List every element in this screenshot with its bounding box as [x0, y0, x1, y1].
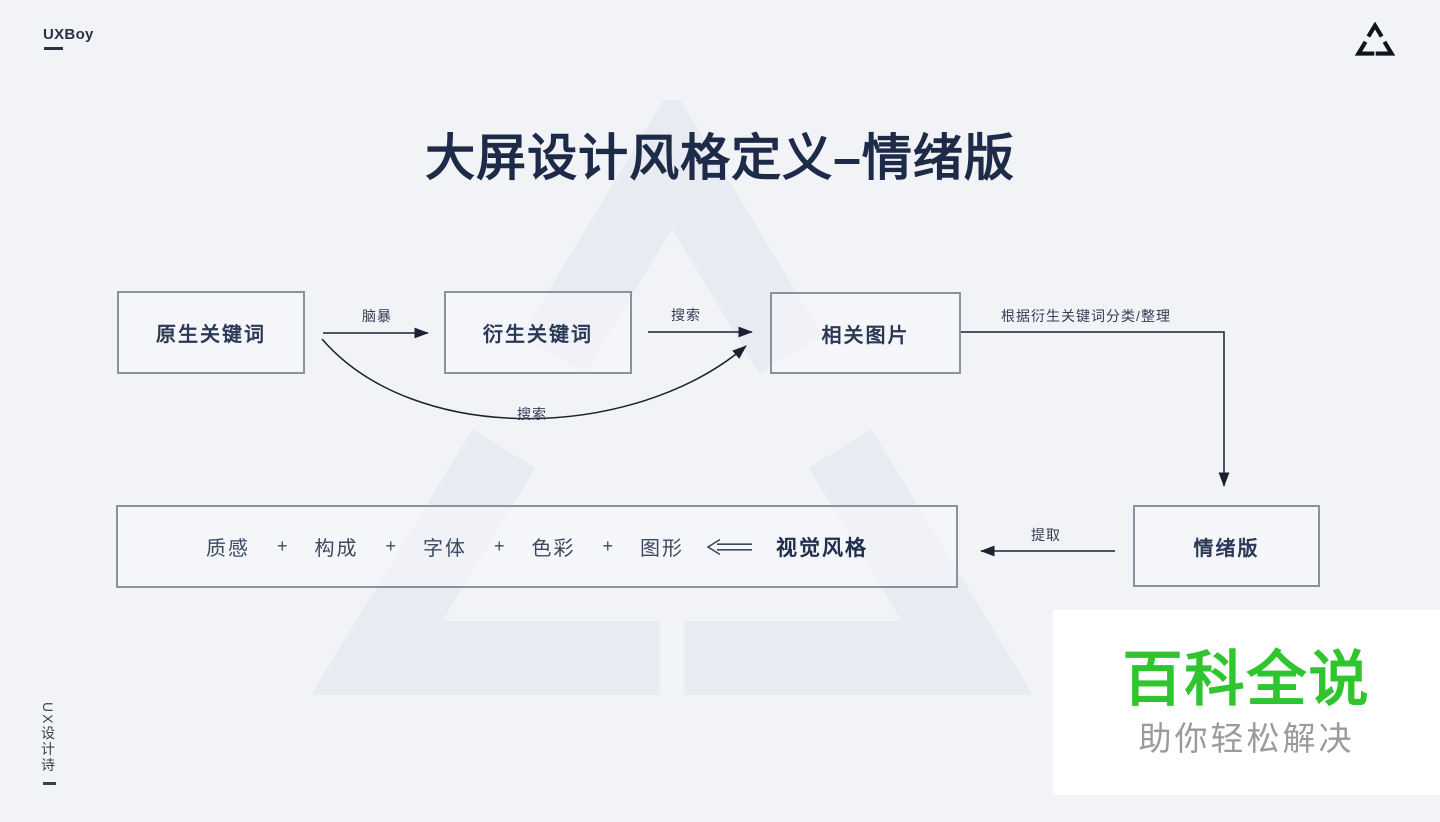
style-item-color: 色彩 [531, 538, 576, 560]
flow-box-visual-style-formula: 质感 + 构成 + 字体 + 色彩 + 图形 视觉风格 [116, 505, 958, 588]
arrow-label-classify: 根据衍生关键词分类/整理 [1001, 308, 1171, 324]
flow-box-label: 情绪版 [1193, 537, 1260, 560]
arrow-label-search: 搜索 [671, 307, 701, 323]
overlay-subtitle: 助你轻松解决 [1138, 720, 1355, 757]
style-item-graphics: 图形 [640, 538, 685, 560]
arrow-label-brainstorm: 脑暴 [362, 308, 392, 324]
triangle-watermark-icon [311, 100, 1033, 695]
arrow-label-search-curve: 搜索 [517, 406, 547, 422]
style-item-texture: 质感 [205, 538, 250, 560]
style-result-visual-style: 视觉风格 [776, 536, 869, 560]
triangle-logo-icon [1354, 22, 1396, 56]
watermark-overlay-card: 百科全说 助你轻松解决 [1053, 610, 1440, 795]
brand-vertical: UX设计诗 [40, 702, 56, 774]
brand-dash [44, 47, 63, 50]
flow-box-origin-keywords: 原生关键词 [117, 291, 305, 374]
arrow-classify-elbow [961, 331, 1230, 487]
flow-box-label: 原生关键词 [156, 324, 266, 346]
flow-box-moodboard: 情绪版 [1133, 505, 1320, 587]
page-title: 大屏设计风格定义–情绪版 [425, 129, 1015, 186]
flow-box-related-images: 相关图片 [770, 292, 961, 374]
brand-vertical-dash [43, 782, 56, 785]
flow-box-label: 衍生关键词 [483, 324, 593, 346]
plus-sign: + [276, 536, 288, 556]
overlay-title: 百科全说 [1122, 646, 1371, 713]
plus-sign: + [602, 536, 614, 556]
style-formula-row: 质感 + 构成 + 字体 + 色彩 + 图形 视觉风格 [118, 532, 956, 562]
flow-box-derived-keywords: 衍生关键词 [444, 291, 632, 374]
arrow-label-extract: 提取 [1031, 527, 1061, 543]
style-item-composition: 构成 [314, 538, 359, 560]
style-item-typography: 字体 [423, 538, 467, 560]
plus-sign: + [385, 536, 396, 556]
brand-name: UXBoy [43, 26, 94, 43]
plus-sign: + [494, 536, 505, 556]
long-double-arrow-left-icon [706, 538, 753, 555]
flow-box-label: 相关图片 [821, 324, 910, 347]
